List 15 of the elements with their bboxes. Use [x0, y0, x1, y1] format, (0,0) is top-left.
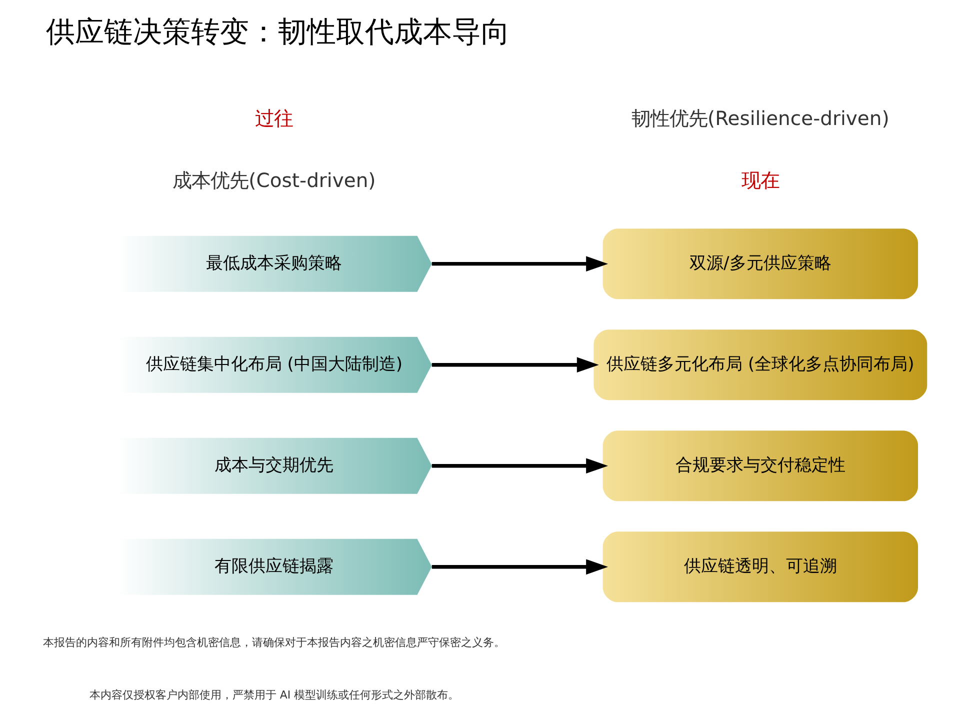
node-box: 双源/多元供应策略 [602, 228, 918, 300]
diagram-title: 供应链决策转变：韧性取代成本导向 [45, 14, 510, 48]
label: 过往 [254, 106, 293, 130]
label: 本报告的内容和所有附件均包含机密信息，请确保对于本报告内容之机密信息严守保密之义务。 [42, 636, 505, 650]
label: 现在 [740, 168, 779, 192]
label: 成本优先(Cost-driven) [172, 168, 376, 192]
node-box: 供应链透明、可追溯 [602, 532, 918, 602]
node-box: 供应链多元化布局 (全球化多点协同布局) [593, 330, 927, 400]
arrow [431, 458, 608, 474]
arrow [431, 256, 608, 272]
label: 韧性优先(Resilience-driven) [630, 106, 889, 130]
arrow [431, 357, 598, 373]
node-box: 合规要求与交付稳定性 [602, 430, 918, 502]
label: 本内容仅授权客户内部使用，严禁用于 AI 模型训练或任何形式之外部散布。 [88, 688, 459, 702]
arrow [431, 559, 608, 575]
